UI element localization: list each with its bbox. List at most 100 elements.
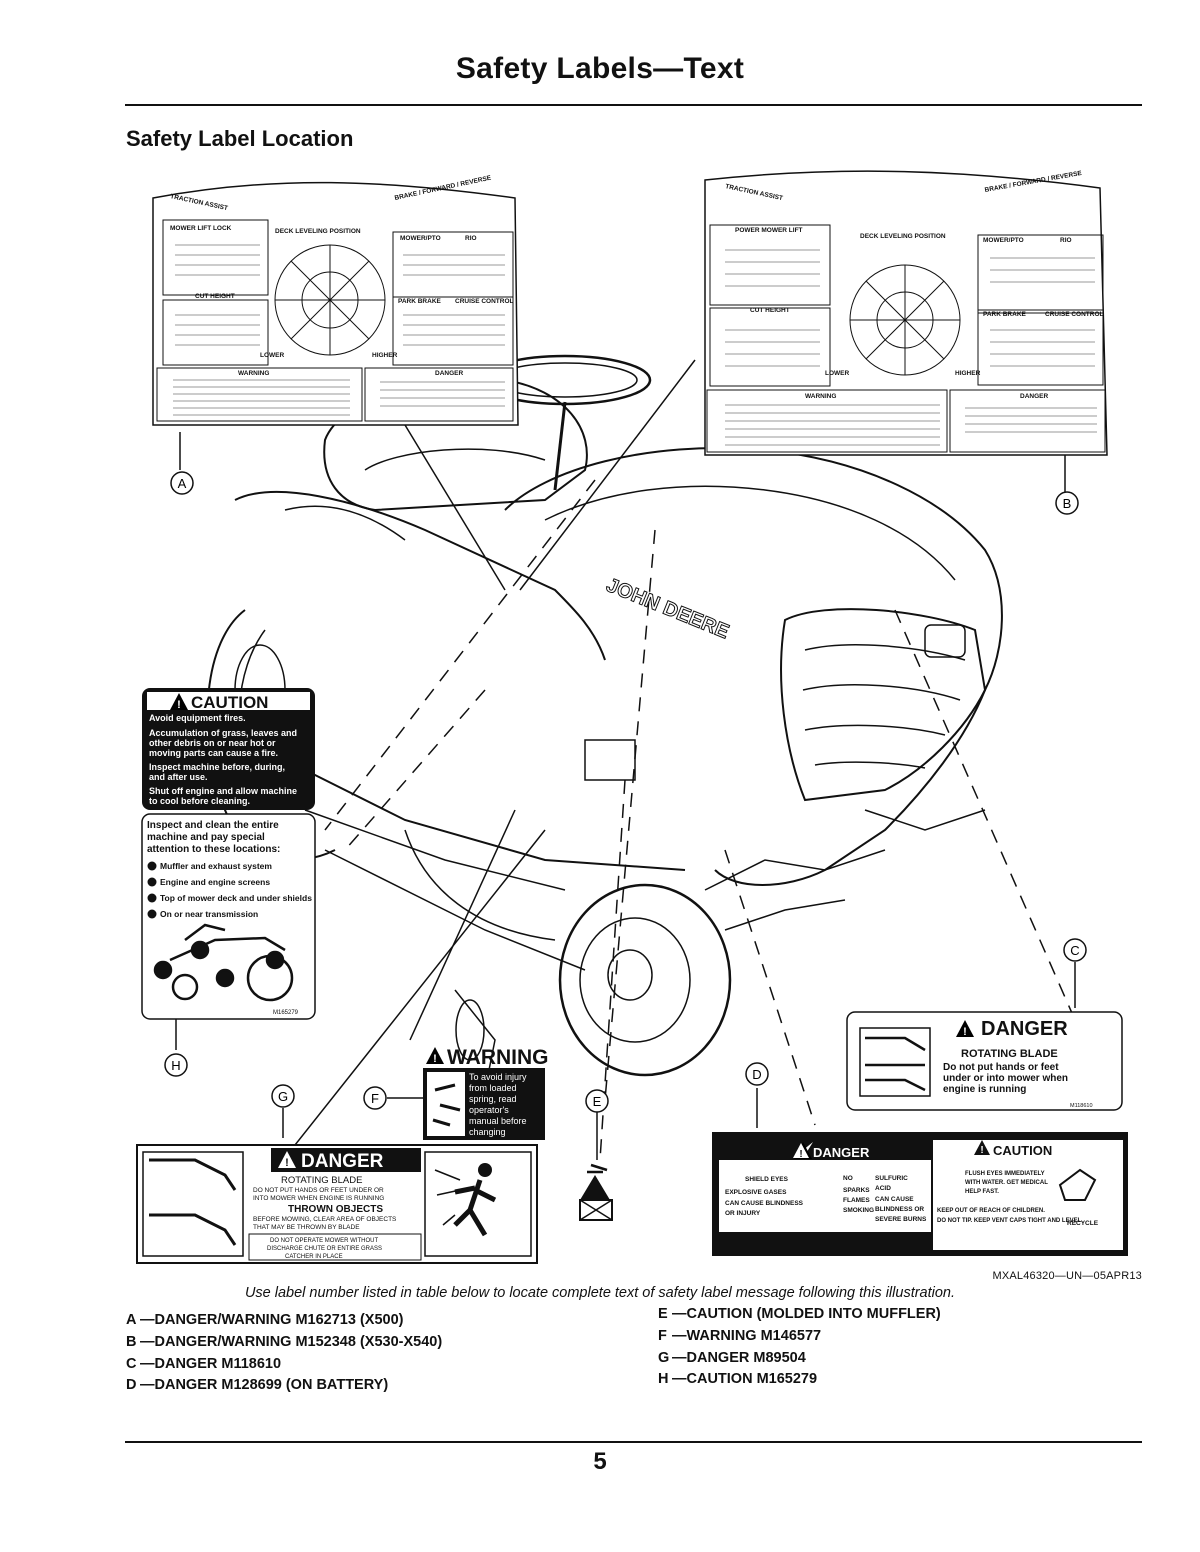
svg-text:BLINDNESS OR: BLINDNESS OR [875,1206,924,1213]
svg-text:SMOKING: SMOKING [843,1207,874,1214]
svg-text:and after use.: and after use. [149,772,208,782]
svg-text:other debris on or near hot or: other debris on or near hot or [149,738,276,748]
label-a-decal: TRACTION ASSIST BRAKE / FORWARD / REVERS… [152,174,519,426]
svg-text:G: G [278,1089,288,1104]
svg-text:M118610: M118610 [1070,1103,1093,1109]
svg-text:Muffler and exhaust system: Muffler and exhaust system [160,861,272,871]
svg-text:attention to these locations:: attention to these locations: [147,844,280,855]
legend-item-g: G—DANGER M89504 [658,1349,806,1366]
label-e-muffler-mark [579,1163,613,1221]
svg-text:RECYCLE: RECYCLE [1067,1220,1099,1227]
svg-text:BEFORE MOWING, CLEAR AREA OF O: BEFORE MOWING, CLEAR AREA OF OBJECTS [253,1216,397,1223]
svg-text:D: D [752,1067,761,1082]
svg-text:DISCHARGE CHUTE OR ENTIRE GRAS: DISCHARGE CHUTE OR ENTIRE GRASS [267,1246,382,1252]
label-d-danger: ! DANGER SHIELD EYES EXPLOSIVE GASES CAN… [712,1132,1128,1256]
svg-text:FLAMES: FLAMES [843,1197,870,1204]
label-f-warning: WARNING To avoid injury from loaded spri… [423,1046,549,1140]
svg-text:to cool before cleaning.: to cool before cleaning. [149,796,250,806]
svg-text:!: ! [799,1149,802,1160]
svg-text:Inspect machine before, during: Inspect machine before, during, [149,762,285,772]
svg-text:CAN CAUSE BLINDNESS: CAN CAUSE BLINDNESS [725,1200,804,1207]
svg-text:SULFURIC: SULFURIC [875,1175,908,1182]
svg-text:Top of mower deck and under sh: Top of mower deck and under shields [160,893,312,903]
svg-text:DANGER: DANGER [1020,393,1048,400]
figure-code: MXAL46320—UN—05APR13 [992,1270,1142,1282]
safety-label-illustration: ! [136,170,1128,1264]
callout-h: H [164,1053,188,1077]
title-divider [125,104,1142,106]
svg-text:RIO: RIO [1060,237,1072,244]
label-h-caution: CAUTION Avoid equipment fires. Accumulat… [141,688,316,1020]
page-number: 5 [593,1448,607,1475]
svg-text:E: E [593,1094,602,1109]
svg-text:THAT MAY BE THROWN BY BLADE: THAT MAY BE THROWN BY BLADE [253,1224,360,1231]
svg-text:THROWN OBJECTS: THROWN OBJECTS [288,1204,383,1215]
svg-text:SHIELD EYES: SHIELD EYES [745,1176,789,1183]
svg-text:CUT HEIGHT: CUT HEIGHT [195,293,235,300]
svg-text:WARNING: WARNING [238,370,269,377]
callout-g: G [271,1084,295,1108]
svg-text:DECK LEVELING POSITION: DECK LEVELING POSITION [860,233,946,240]
svg-text:ROTATING BLADE: ROTATING BLADE [281,1175,362,1186]
svg-text:HELP FAST.: HELP FAST. [965,1189,999,1195]
legend-item-c: C—DANGER M118610 [126,1355,282,1372]
svg-text:DO NOT PUT HANDS OR FEET UNDER: DO NOT PUT HANDS OR FEET UNDER OR [253,1187,384,1194]
svg-text:DECK LEVELING POSITION: DECK LEVELING POSITION [275,228,361,235]
svg-text:LOWER: LOWER [825,370,849,377]
svg-text:SPARKS: SPARKS [843,1187,870,1194]
svg-text:CAUTION: CAUTION [191,693,268,712]
svg-text:Avoid equipment fires.: Avoid equipment fires. [149,713,246,723]
svg-text:moving parts can cause a fire.: moving parts can cause a fire. [149,748,278,758]
figure-caption: Use label number listed in table below t… [244,1285,956,1301]
section-heading: Safety Label Location [126,126,354,151]
svg-text:manual before: manual before [469,1116,527,1126]
svg-text:H: H [171,1058,180,1073]
svg-text:B: B [1063,496,1072,511]
svg-text:LOWER: LOWER [260,352,284,359]
svg-text:EXPLOSIVE GASES: EXPLOSIVE GASES [725,1189,787,1196]
label-g-danger: ! DANGER ROTATING BLADE DO NOT PUT HANDS… [136,1144,538,1264]
svg-text:MOWER/PTO: MOWER/PTO [983,237,1024,244]
svg-text:On or near transmission: On or near transmission [160,909,258,919]
svg-text:!: ! [980,1145,983,1156]
callout-d: D [745,1062,769,1086]
svg-text:OR INJURY: OR INJURY [725,1210,761,1217]
svg-text:A: A [178,476,187,491]
svg-text:CAN CAUSE: CAN CAUSE [875,1196,914,1203]
svg-text:CRUISE CONTROL: CRUISE CONTROL [1045,311,1104,318]
svg-text:HIGHER: HIGHER [372,352,398,359]
legend-item-h: H—CAUTION M165279 [658,1371,818,1388]
svg-text:M165279: M165279 [273,1010,299,1016]
svg-text:F: F [371,1091,379,1106]
svg-text:KEEP OUT OF REACH OF CHILDREN.: KEEP OUT OF REACH OF CHILDREN. [937,1208,1045,1214]
svg-text:DO NOT OPERATE MOWER WITHOUT: DO NOT OPERATE MOWER WITHOUT [270,1238,378,1244]
svg-text:MOWER LIFT LOCK: MOWER LIFT LOCK [170,225,232,232]
svg-text:HIGHER: HIGHER [955,370,981,377]
callout-b: B [1055,491,1079,515]
label-b-decal: TRACTION ASSIST BRAKE / FORWARD / REVERS… [704,170,1108,456]
svg-text:NO: NO [843,1175,853,1182]
callout-a: A [170,471,194,495]
legend-item-a: A—DANGER/WARNING M162713 (X500) [126,1312,404,1328]
svg-text:ROTATING BLADE: ROTATING BLADE [961,1048,1058,1060]
legend-right: E—CAUTION (MOLDED INTO MUFFLER) F—WARNIN… [658,1304,941,1391]
svg-text:Inspect and clean the entire: Inspect and clean the entire [147,820,279,831]
callout-e: E [585,1089,609,1113]
svg-text:To avoid injury: To avoid injury [469,1072,527,1082]
svg-text:operator's: operator's [469,1105,509,1115]
svg-text:Engine and engine screens: Engine and engine screens [160,877,270,887]
svg-text:machine and pay special: machine and pay special [147,832,265,843]
svg-text:CRUISE CONTROL: CRUISE CONTROL [455,298,514,305]
svg-text:Do not put hands or feet: Do not put hands or feet [943,1062,1059,1073]
svg-text:changing: changing [469,1127,506,1137]
svg-text:DANGER: DANGER [813,1145,870,1160]
svg-text:ACID: ACID [875,1185,891,1192]
legend-item-b: B—DANGER/WARNING M152348 (X530-X540) [126,1333,443,1350]
legend-left: A—DANGER/WARNING M162713 (X500) B—DANGER… [126,1310,442,1397]
svg-text:INTO MOWER WHEN ENGINE IS RUNN: INTO MOWER WHEN ENGINE IS RUNNING [253,1195,384,1202]
svg-text:DANGER: DANGER [981,1018,1068,1040]
svg-text:WARNING: WARNING [805,393,836,400]
svg-text:DANGER: DANGER [301,1151,384,1172]
svg-text:under or into mower when: under or into mower when [943,1073,1068,1084]
svg-text:FLUSH EYES IMMEDIATELY: FLUSH EYES IMMEDIATELY [965,1171,1045,1177]
